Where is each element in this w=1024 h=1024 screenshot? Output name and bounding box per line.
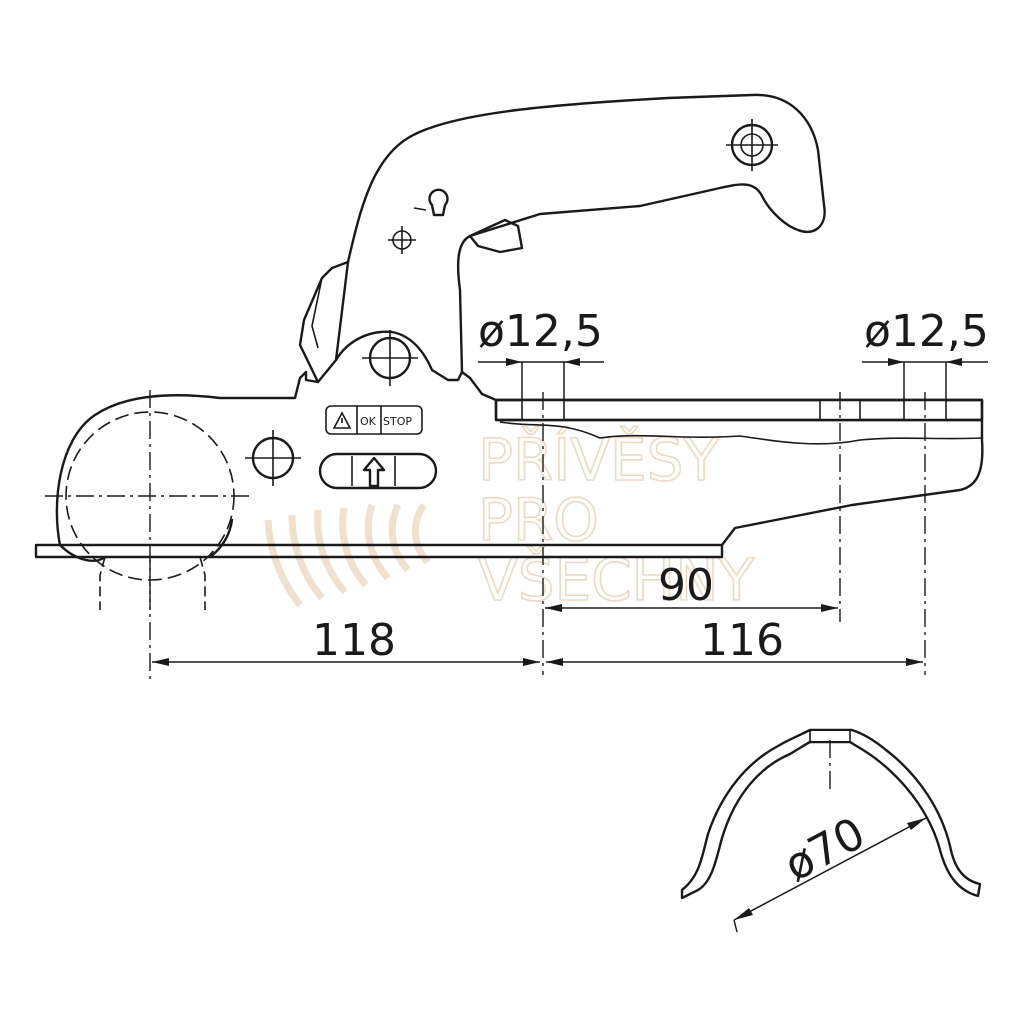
indicator-slot xyxy=(318,452,438,490)
drawbar-lower xyxy=(720,418,984,547)
ball-socket xyxy=(45,390,250,610)
dim-hole-left-label: ø12,5 xyxy=(478,306,603,357)
indicator-arrow-icon xyxy=(362,456,386,488)
ball-socket-lower xyxy=(58,543,107,562)
dim-118: 118 xyxy=(152,615,540,666)
handle-lever xyxy=(298,93,826,384)
body-holes xyxy=(245,330,418,486)
dim-116-label: 116 xyxy=(700,615,784,666)
warning-triangle-icon xyxy=(332,411,352,429)
break-line xyxy=(499,421,983,445)
watermark-logo-arcs xyxy=(264,502,431,608)
dim-90-label: 90 xyxy=(658,560,714,611)
dim-hole-right: ø12,5 xyxy=(862,306,989,400)
label-ok: OK xyxy=(360,415,377,428)
neck-section xyxy=(99,556,206,680)
dim-hole-left: ø12,5 xyxy=(478,306,604,400)
indicator-label: OK STOP xyxy=(325,405,423,435)
lock-lever xyxy=(298,260,350,384)
label-stop: STOP xyxy=(383,415,412,428)
keyhole-icon xyxy=(428,188,449,217)
watermark-line-2: PRO xyxy=(478,486,599,554)
watermark-line-1: PŘÍVĚSY xyxy=(478,425,720,494)
lock-lever-inner xyxy=(311,277,323,349)
base-plate xyxy=(34,543,724,559)
handle-inner-notch xyxy=(468,218,524,254)
tube-cross-section: ø70 xyxy=(680,728,982,933)
dim-118-label: 118 xyxy=(312,615,396,666)
tube-profile xyxy=(680,728,982,900)
dim-116: 116 xyxy=(546,615,923,666)
body-outline xyxy=(55,330,498,547)
handle-outline xyxy=(334,93,826,374)
coupling-body xyxy=(34,330,984,562)
dim-90: 90 xyxy=(545,560,838,612)
dim-hole-right-label: ø12,5 xyxy=(864,306,989,357)
hole-centerlines xyxy=(542,392,926,675)
ball-socket-lower-right xyxy=(208,518,234,559)
dim-70-label: ø70 xyxy=(776,808,873,892)
